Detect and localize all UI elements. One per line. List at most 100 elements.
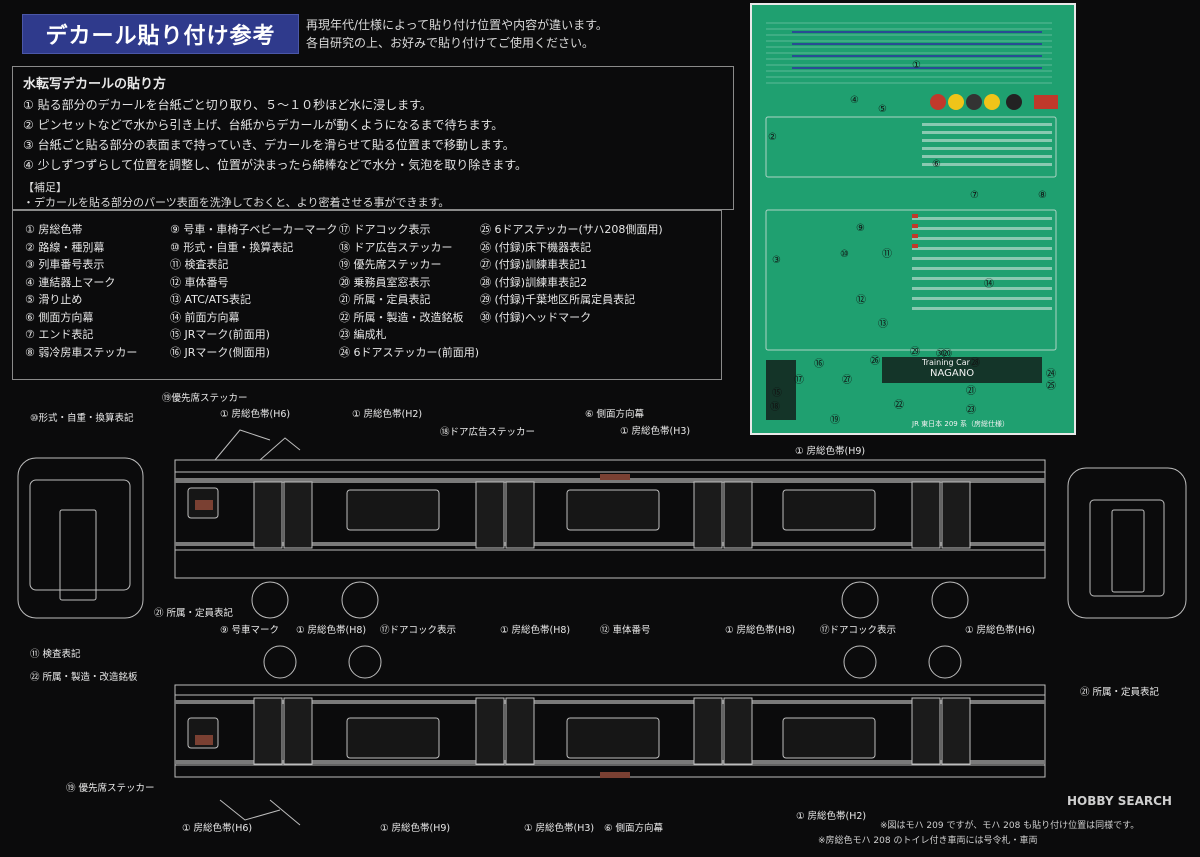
legend-item: ⑤ 滑り止め bbox=[25, 293, 83, 306]
callout-label: ① 房総色帯(H9) bbox=[380, 823, 451, 834]
sheet-number: ㉑ bbox=[966, 385, 976, 397]
callout-label: ㉑ 所属・定員表記 bbox=[1080, 687, 1160, 698]
callout-label: ⑥ 側面方向幕 bbox=[604, 823, 664, 834]
sheet-number: ④ bbox=[850, 95, 859, 106]
sheet-number: ㉒ bbox=[894, 399, 904, 411]
legend-item: ㉑ 所属・定員表記 bbox=[339, 293, 431, 306]
legend-item: ㉔ 6ドアステッカー(前面用) bbox=[339, 345, 480, 359]
legend-item: ⑭ 前面方向幕 bbox=[170, 310, 240, 324]
sheet-bottom-text: JR 東日本 209 系（房総仕様） bbox=[911, 419, 1009, 428]
sheet-number: ③ bbox=[772, 255, 781, 266]
callout-label: ① 房総色帯(H6) bbox=[965, 625, 1036, 636]
legend-item: ⑧ 弱冷房車ステッカー bbox=[25, 345, 138, 359]
callout-label: ⑫ 車体番号 bbox=[600, 625, 651, 636]
callout-label: ⑰ドアコック表示 bbox=[820, 625, 897, 636]
callout-label: ① 房総色帯(H8) bbox=[500, 625, 571, 636]
callout-label: ⑥ 側面方向幕 bbox=[585, 409, 645, 420]
legend-item: ⑮ JRマーク(前面用) bbox=[170, 328, 270, 341]
callout-label: ㉑ 所属・定員表記 bbox=[154, 608, 234, 619]
legend-item: ㉗ (付録)訓練車表記1 bbox=[480, 258, 588, 271]
note-text: ・デカールを貼る部分のパーツ表面を洗浄しておくと、より密着させる事ができます。 bbox=[23, 196, 450, 209]
legend-item: ⑱ ドア広告ステッカー bbox=[339, 240, 453, 254]
sheet-number: ② bbox=[768, 132, 777, 143]
legend-item: ㉘ (付録)訓練車表記2 bbox=[480, 275, 588, 289]
footnote: ※房総色モハ 208 のトイレ付き車両には号令札・車両 bbox=[818, 836, 1038, 846]
sheet-number: ㉚ bbox=[936, 348, 946, 360]
legend-column: ⑰ ドアコック表示 ⑱ ドア広告ステッカー ⑲ 優先席ステッカー ⑳ 乗務員室窓… bbox=[339, 221, 479, 361]
sheet-number: ⑤ bbox=[878, 104, 887, 115]
legend-column: ㉕ 6ドアステッカー(サハ208側面用) ㉖ (付録)床下機器表記 ㉗ (付録)… bbox=[480, 221, 663, 326]
front-view-right bbox=[1067, 467, 1187, 619]
footnote: ※図はモハ 209 ですが、モハ 208 も貼り付け位置は同様です。 bbox=[880, 821, 1140, 831]
legend-item: ⑦ エンド表記 bbox=[25, 328, 94, 341]
sheet-number: ⑨ bbox=[856, 223, 865, 234]
watermark: HOBBY SEARCH bbox=[1067, 794, 1172, 808]
sheet-number: ⑲ bbox=[830, 414, 840, 426]
callout-label: ① 房総色帯(H3) bbox=[524, 823, 595, 834]
sheet-number: ㉓ bbox=[966, 404, 976, 416]
legend-item: ② 路線・種別幕 bbox=[25, 240, 105, 254]
sheet-number: ⑪ bbox=[882, 248, 892, 260]
intro-line: 各自研究の上、お好みで貼り付けてご使用ください。 bbox=[306, 36, 595, 50]
note-heading: 【補足】 bbox=[23, 181, 67, 194]
sheet-number: ① bbox=[912, 60, 921, 71]
callout-label: ⑪ 検査表記 bbox=[30, 649, 81, 660]
method-step: ② ピンセットなどで水から引き上げ、台紙からデカールが動くようになるまで待ちます… bbox=[23, 118, 504, 132]
callout-label: ① 房総色帯(H9) bbox=[795, 446, 866, 457]
sheet-number: ㉔ bbox=[1046, 368, 1056, 380]
legend-item: ⑥ 側面方向幕 bbox=[25, 310, 94, 324]
sheet-number: ⑥ bbox=[932, 159, 941, 170]
train-diagram bbox=[17, 429, 1187, 826]
sheet-number: ⑧ bbox=[1038, 190, 1047, 201]
legend-item: ㉚ (付録)ヘッドマーク bbox=[480, 310, 592, 324]
legend-item: ③ 列車番号表示 bbox=[25, 258, 105, 271]
callout-label: ㉒ 所属・製造・改造銘板 bbox=[30, 672, 138, 683]
sheet-number: ⑱ bbox=[770, 401, 780, 413]
sheet-number: ㉗ bbox=[842, 374, 852, 386]
legend-item: ⑲ 優先席ステッカー bbox=[339, 258, 442, 271]
legend-item: ㉖ (付録)床下機器表記 bbox=[480, 240, 592, 254]
decal-sheet: NAGANO Training Car JR 東日本 209 系（房総仕様） ①… bbox=[750, 3, 1076, 435]
sheet-number: ⑮ bbox=[772, 387, 782, 399]
callout-label: ⑨ 号車マーク bbox=[220, 625, 280, 636]
callout-label: ⑱ドア広告ステッカー bbox=[440, 427, 536, 438]
legend-column: ① 房総色帯 ② 路線・種別幕 ③ 列車番号表示 ④ 連結器上マーク ⑤ 滑り止… bbox=[25, 221, 137, 361]
legend-item: ④ 連結器上マーク bbox=[25, 275, 116, 289]
callout-label: ① 房総色帯(H2) bbox=[352, 409, 423, 420]
legend-item: ⑳ 乗務員室窓表示 bbox=[339, 275, 431, 289]
method-step: ① 貼る部分のデカールを台紙ごと切り取り、５～１０秒ほど水に浸します。 bbox=[23, 98, 432, 112]
callout-label: ⑲ 優先席ステッカー bbox=[66, 783, 155, 794]
sheet-number: ⑳ bbox=[942, 348, 952, 360]
legend-item: ㉓ 編成札 bbox=[339, 328, 387, 341]
sheet-number: ⑯ bbox=[814, 358, 824, 370]
sheet-number: ㉘ bbox=[970, 357, 980, 369]
legend-item: ⑰ ドアコック表示 bbox=[339, 223, 431, 236]
legend-item: ⑨ 号車・車椅子ベビーカーマーク bbox=[170, 223, 338, 236]
callout-label: ① 房総色帯(H3) bbox=[620, 426, 691, 437]
sheet-number: ⑦ bbox=[970, 190, 979, 201]
legend-box: ① 房総色帯 ② 路線・種別幕 ③ 列車番号表示 ④ 連結器上マーク ⑤ 滑り止… bbox=[12, 210, 722, 380]
legend-item: ⑩ 形式・自重・換算表記 bbox=[170, 240, 294, 254]
method-step: ④ 少しずつずらして位置を調整し、位置が決まったら綿棒などで水分・気泡を取り除き… bbox=[23, 158, 528, 172]
callout-label: ① 房総色帯(H8) bbox=[296, 625, 367, 636]
legend-item: ① 房総色帯 bbox=[25, 223, 83, 236]
method-title: 水転写デカールの貼り方 bbox=[23, 77, 167, 92]
sheet-number: ⑬ bbox=[878, 318, 888, 330]
callout-label: ⑩形式・自重・換算表記 bbox=[30, 413, 134, 424]
sheet-number: ㉙ bbox=[910, 346, 920, 358]
legend-item: ㉒ 所属・製造・改造銘板 bbox=[339, 310, 464, 324]
car-side-upper bbox=[174, 459, 1046, 579]
callout-label: ① 房総色帯(H6) bbox=[220, 409, 291, 420]
legend-item: ⑫ 車体番号 bbox=[170, 275, 229, 289]
callout-label: ① 房総色帯(H8) bbox=[725, 625, 796, 636]
sheet-nagano: NAGANO bbox=[930, 368, 974, 379]
sheet-number: ⑩ bbox=[840, 249, 849, 260]
method-box: 水転写デカールの貼り方 ① 貼る部分のデカールを台紙ごと切り取り、５～１０秒ほど… bbox=[12, 66, 734, 210]
callout-label: ⑰ドアコック表示 bbox=[380, 625, 457, 636]
callout-label: ① 房総色帯(H6) bbox=[182, 823, 253, 834]
legend-item: ㉕ 6ドアステッカー(サハ208側面用) bbox=[480, 223, 663, 236]
decal-sheet-art: NAGANO Training Car JR 東日本 209 系（房総仕様） ①… bbox=[765, 22, 1058, 428]
legend-item: ⑬ ATC/ATS表記 bbox=[170, 293, 252, 306]
page-title: デカール貼り付け参考 bbox=[22, 14, 299, 54]
sheet-number: ⑭ bbox=[984, 278, 994, 290]
